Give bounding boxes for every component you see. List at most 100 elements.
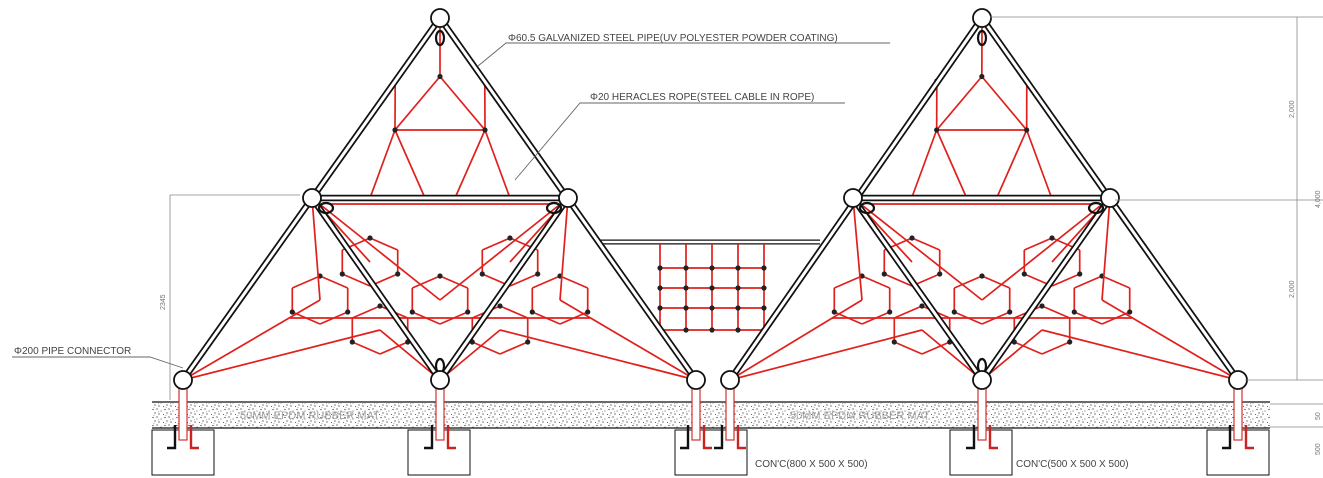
rope-clamp	[683, 285, 689, 291]
rope-clamp	[1049, 235, 1055, 241]
rope-clamp	[525, 339, 531, 345]
pipe-connector	[558, 188, 578, 208]
rope-hook	[545, 201, 563, 215]
dim-frame-height: 2345	[160, 294, 167, 310]
rope-segment	[471, 341, 501, 355]
rope-hook	[434, 29, 446, 47]
rope-segment	[411, 275, 441, 289]
rope-segment	[369, 237, 399, 251]
pipe-connector	[972, 8, 992, 28]
anchor-bolt	[736, 425, 746, 450]
anchor-bolt	[189, 425, 199, 450]
rope-clamp	[709, 305, 715, 311]
leader-lines	[12, 42, 890, 369]
rope-segment	[1101, 275, 1131, 289]
rope-segment	[910, 129, 938, 199]
rope-segment	[182, 329, 381, 381]
rope-segment	[833, 275, 863, 289]
label-rope: Φ20 HERACLES ROPE(STEEL CABLE IN ROPE)	[590, 92, 814, 103]
rope-segment	[729, 299, 863, 381]
rope-clamp	[1077, 271, 1083, 277]
anchor-post	[977, 387, 987, 441]
rope-clamp	[761, 285, 767, 291]
rope-clamp	[1021, 271, 1027, 277]
anchor-bolt	[1244, 425, 1254, 450]
rope-clamp	[934, 127, 940, 133]
rope-clamp	[831, 309, 837, 315]
rope-clamp	[1067, 339, 1073, 345]
pipe-connector	[430, 370, 450, 390]
dim-footing-depth: 500	[1315, 443, 1322, 455]
footings: CON'C(800 X 500 X 500) CON'C(500 X 500 X…	[151, 429, 1270, 476]
rope-segment	[1051, 273, 1081, 287]
rope-segment	[953, 275, 983, 289]
rope-segment	[1025, 129, 1053, 199]
rope-clamp	[683, 305, 689, 311]
rope-segment	[394, 129, 426, 199]
footing	[674, 429, 748, 476]
pipe-connector	[1228, 370, 1248, 390]
anchor-bolt	[424, 425, 434, 450]
rope-clamp	[761, 265, 767, 271]
rope-clamp	[709, 327, 715, 333]
rope-segment	[1101, 197, 1111, 301]
rope-clamp	[535, 271, 541, 277]
rope-segment	[499, 305, 529, 319]
rope-segment	[1101, 299, 1239, 381]
anchor-bolt	[714, 425, 724, 450]
footing	[407, 429, 471, 476]
rope-segment	[311, 197, 441, 301]
anchor-post	[435, 387, 445, 441]
rope-clamp	[735, 327, 741, 333]
rope-segment	[379, 329, 441, 381]
rope-segment	[883, 273, 913, 287]
rope-segment	[531, 275, 561, 289]
rope-clamp	[465, 309, 471, 315]
rope-clamp	[761, 305, 767, 311]
pipe-connector	[430, 8, 450, 28]
rope-segment	[893, 305, 923, 319]
rope-segment	[369, 129, 396, 199]
rope-segment	[439, 275, 469, 289]
pipe-connector	[1100, 188, 1120, 208]
rope-clamp	[482, 127, 488, 133]
rope-clamp	[289, 309, 295, 315]
rope-segment	[1013, 341, 1043, 355]
rope-clamp	[735, 265, 741, 271]
rope-segment	[921, 329, 983, 381]
rope-clamp	[683, 265, 689, 271]
anchor-bolt	[1222, 425, 1232, 450]
label-pipe: Φ60.5 GALVANIZED STEEL PIPE(UV POLYESTER…	[508, 33, 838, 44]
steel-pipe-core	[851, 196, 984, 382]
dim-mat-thickness: 50	[1315, 412, 1322, 420]
rope-clamp	[657, 265, 663, 271]
rope-clamp	[339, 271, 345, 277]
rope-clamp	[709, 285, 715, 291]
anchor-bolt	[966, 425, 976, 450]
footing-label-small: CON'C(500 X 500 X 500)	[1016, 459, 1129, 470]
rope-segment	[341, 273, 371, 287]
anchor-post	[725, 387, 735, 441]
rope-segment	[729, 329, 923, 381]
rope-clamp	[437, 273, 443, 279]
rope-hook	[317, 201, 335, 215]
rope-segment	[1041, 305, 1071, 319]
rope-clamp	[887, 309, 893, 315]
rope-segment	[499, 341, 529, 355]
dim-overall-height: 4,000	[1315, 190, 1322, 208]
rope-segment	[509, 273, 539, 287]
dimension-lines	[169, 16, 1323, 428]
rope-clamp	[437, 73, 443, 80]
rope-segment	[319, 275, 349, 289]
anchor-bolts	[167, 387, 1254, 450]
steel-pipe-core	[980, 196, 1112, 382]
ground: 50MM EPDM RUBBER MAT 50MM EPDM RUBBER MA…	[152, 401, 1270, 429]
pipe-connector	[972, 370, 992, 390]
rope-segment	[559, 275, 589, 289]
rope-clamp	[735, 285, 741, 291]
anchor-bolt	[988, 425, 998, 450]
rope-clamp	[1127, 309, 1133, 315]
steel-pipe-core	[438, 196, 570, 382]
steel-pipe-core	[310, 196, 442, 382]
